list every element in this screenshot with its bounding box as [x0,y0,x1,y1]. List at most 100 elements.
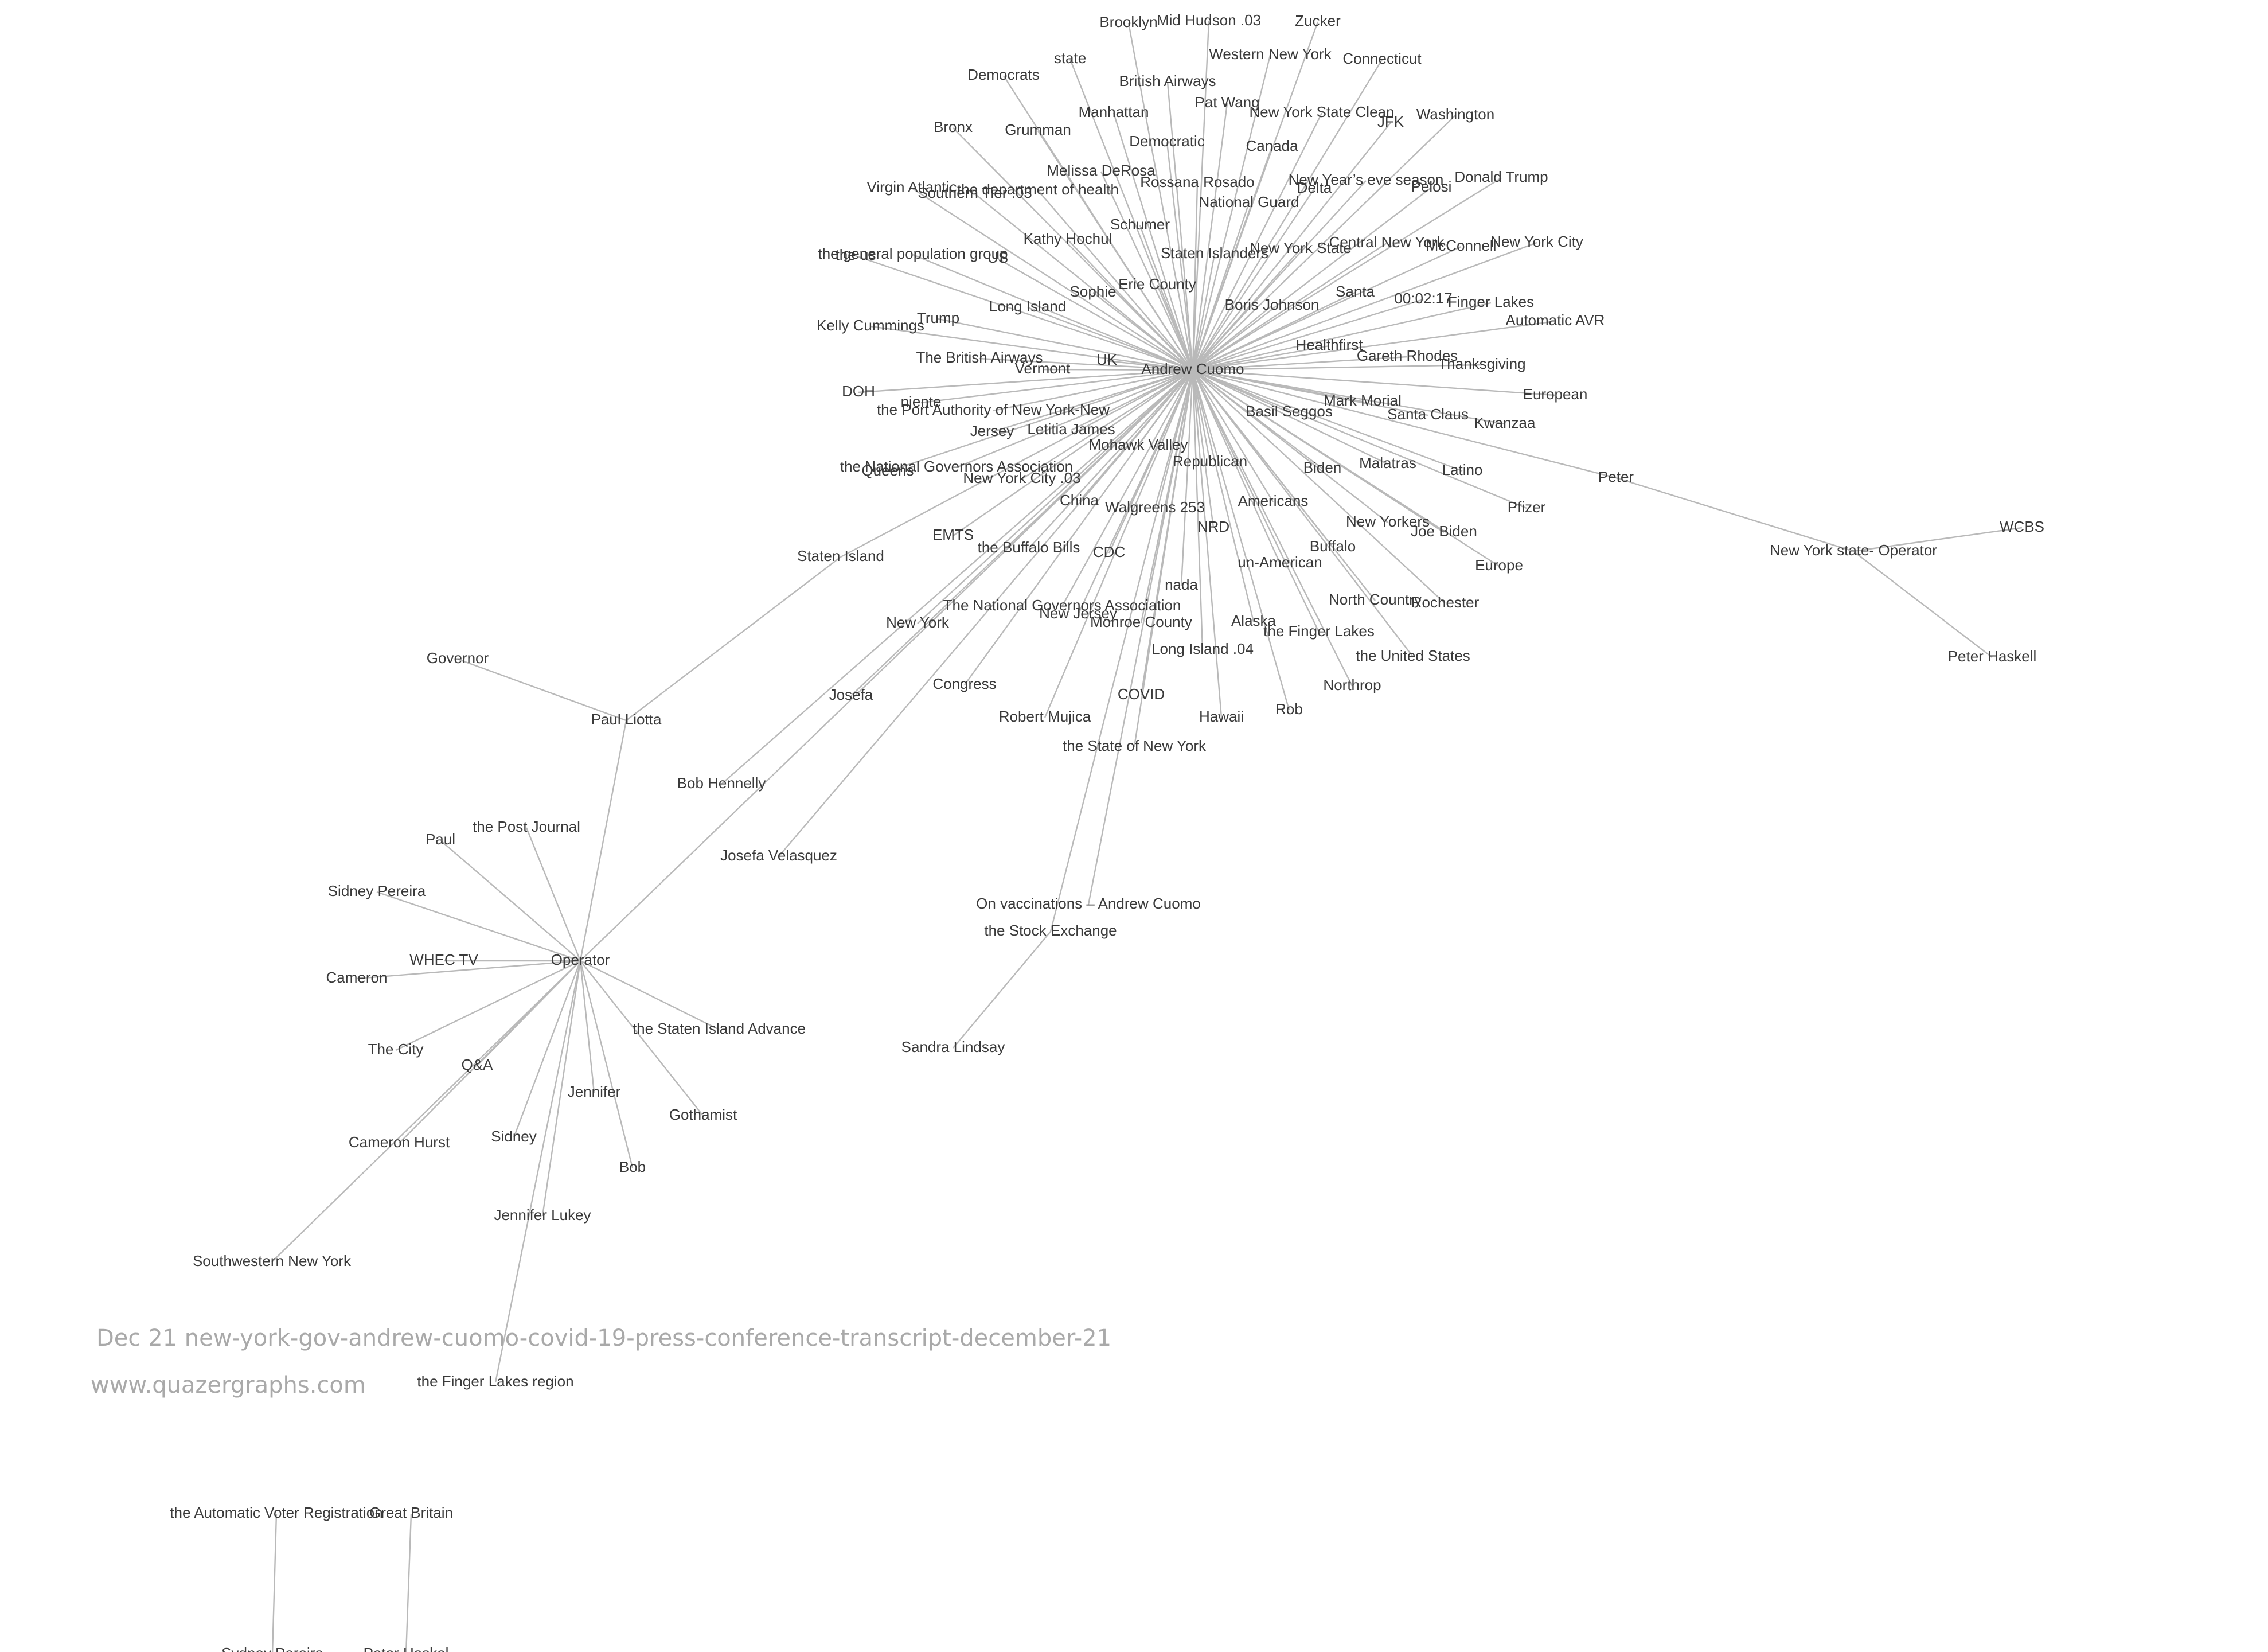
edge-andrew-cuomo--bob-hennelly [721,369,1193,785]
node-rossana-rosado: Rossana Rosado [1140,173,1254,190]
node-pat-wang: Pat Wang [1194,93,1259,111]
node-gareth-rhodes: Gareth Rhodes [1357,347,1458,364]
edge-operator--the-finger-lakes-region [494,960,581,1383]
edge-operator--sidney [513,960,581,1138]
edge-andrew-cuomo--new-york [917,369,1193,624]
edge-andrew-cuomo--hawaii [1192,369,1223,718]
edge-andrew-cuomo--the-us [855,255,1193,371]
edge-andrew-cuomo--jfk [1192,122,1391,371]
node-the-finger-lakes: the Finger Lakes [1263,622,1375,640]
edge-peter--new-york-state-operator [1615,477,1854,552]
node-letitia-james: Letitia James [1027,420,1115,438]
node-un-american: un-American [1238,554,1322,571]
edge-andrew-cuomo--un-american [1192,369,1281,564]
node-sandra-lindsay: Sandra Lindsay [901,1038,1005,1055]
node-time-00-02-17: 00:02:17 [1394,290,1452,307]
node-mohawk-valley: Mohawk Valley [1089,436,1188,453]
edge-andrew-cuomo--europe [1192,369,1500,567]
edge-andrew-cuomo--peter [1192,369,1617,479]
node-queens: Queens [861,462,914,479]
node-niente: niente [901,393,942,410]
node-the-port-authority: the Port Authority of New York-New [877,401,1110,418]
edge-andrew-cuomo--malatras [1192,369,1388,465]
edge-andrew-cuomo--santa-claus [1192,369,1428,416]
edge-andrew-cuomo--latino [1192,369,1463,472]
edge-andrew-cuomo--delta [1192,188,1315,371]
edge-andrew-cuomo--the-british-airways [979,357,1193,371]
node-latino: Latino [1442,461,1483,478]
node-delta: Delta [1297,179,1332,196]
edge-governor--paul-liotta [457,658,627,722]
node-north-country: North Country [1329,591,1422,608]
graph-edges [271,21,2023,1652]
node-mid-hudson-03: Mid Hudson .03 [1157,11,1261,29]
node-andrew-cuomo: Andrew Cuomo [1141,360,1244,377]
edge-andrew-cuomo--new-york-city [1192,241,1537,371]
node-joe-biden: Joe Biden [1411,523,1477,540]
edge-andrew-cuomo--north-country [1192,369,1376,601]
edge-operator--jennifer [579,960,595,1093]
node-new-yorkers: New Yorkers [1346,513,1430,530]
edge-andrew-cuomo--pelosi [1192,187,1432,371]
node-governor: Governor [427,649,489,667]
edge-andrew-cuomo--on-vaccinations [1087,369,1194,905]
edge-andrew-cuomo--josefa-velasquez [778,369,1193,857]
edge-andrew-cuomo--the-buffalo-bills [1028,369,1193,549]
edge-andrew-cuomo--nada [1180,369,1194,586]
edge-andrew-cuomo--doh [858,369,1193,393]
node-national-guard: National Guard [1199,193,1299,211]
node-canada: Canada [1246,137,1298,154]
edge-andrew-cuomo--operator [580,369,1193,961]
edge-andrew-cuomo--manhattan [1112,112,1194,371]
node-schumer: Schumer [1110,216,1170,233]
edge-operator--jennifer-lukey [541,960,581,1217]
edge-andrew-cuomo--gareth-rhodes [1192,356,1408,371]
edge-andrew-cuomo--state [1069,59,1194,371]
edge-andrew-cuomo--the-united-states [1192,369,1414,657]
node-gothamist: Gothamist [669,1106,737,1123]
edge-andrew-cuomo--national-guard [1192,202,1250,371]
node-josefa: Josefa [829,686,873,703]
edge-andrew-cuomo--pat-wang [1192,103,1228,371]
edge-the-automatic-voter-registration--sydney-pereira [271,1513,278,1652]
node-grumman: Grumman [1005,121,1071,138]
node-zucker: Zucker [1295,12,1341,29]
edge-andrew-cuomo--finger-lakes [1192,302,1492,371]
node-republican: Republican [1173,453,1247,470]
node-new-york-city: New York City [1490,233,1583,250]
node-pelosi: Pelosi [1411,178,1452,195]
edge-andrew-cuomo--schumer [1139,225,1194,371]
node-china: China [1060,492,1099,509]
edge-andrew-cuomo--queens [887,369,1193,473]
edge-andrew-cuomo--us [997,258,1193,371]
node-new-york: New York [886,614,950,631]
edge-andrew-cuomo--the-department-of-health [1037,190,1193,371]
edge-andrew-cuomo--trump [938,318,1193,371]
node-healthfirst: Healthfirst [1295,336,1363,353]
node-the-british-airways: The British Airways [916,349,1043,366]
node-erie-county: Erie County [1118,275,1196,293]
node-europe: Europe [1475,556,1523,574]
node-brooklyn: Brooklyn [1099,13,1157,30]
node-malatras: Malatras [1359,454,1416,472]
edge-andrew-cuomo--democratic [1166,142,1194,371]
edge-paul-liotta--operator [579,720,627,961]
edge-andrew-cuomo--pfizer [1192,369,1527,509]
node-sidney: Sidney [491,1128,537,1145]
edge-andrew-cuomo--vermont [1042,368,1193,371]
edge-andrew-cuomo--republican [1192,369,1211,463]
node-nrd: NRD [1197,518,1229,535]
graph-caption-site: www.quazergraphs.com [91,1372,366,1398]
node-the-national-governors-association-uc: The National Governors Association [943,597,1181,614]
edge-andrew-cuomo--automatic-avr [1192,320,1556,371]
node-qa: Q&A [462,1056,494,1073]
node-the-department-of-health: the department of health [957,181,1119,198]
edge-andrew-cuomo--erie-county [1156,285,1194,371]
node-kelly-cummings: Kelly Cummings [817,317,924,334]
edge-andrew-cuomo--new-york-state [1192,248,1301,371]
node-rochester: Rochester [1411,594,1480,611]
node-bronx: Bronx [934,118,973,135]
node-democratic: Democratic [1129,133,1204,150]
edge-andrew-cuomo--the-port-authority [993,369,1193,412]
